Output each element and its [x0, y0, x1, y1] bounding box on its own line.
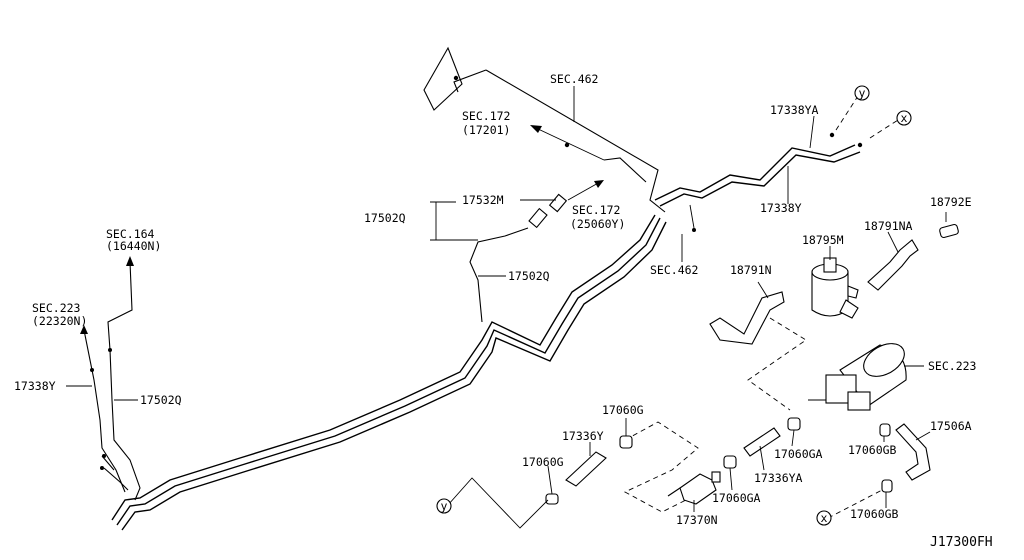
label-18795m: 18795M [802, 233, 844, 247]
label-17060ga-a: 17060GA [712, 491, 761, 505]
vapor-lines-right [654, 144, 861, 232]
label-17336y: 17336Y [562, 429, 604, 443]
label-18791n: 18791N [730, 263, 772, 277]
tube-17502q-upper [469, 193, 568, 323]
section-callouts: SEC.462 SEC.172 (17201) SEC.172 (25060Y)… [32, 72, 977, 373]
sec172-lower-sub: (25060Y) [570, 217, 625, 231]
sec172-upper-sub: (17201) [462, 123, 510, 137]
return-line-upper [423, 46, 666, 213]
plug-18792e [939, 223, 959, 239]
sec462-top-label: SEC.462 [550, 72, 598, 86]
left-feed-lines [80, 256, 141, 501]
filter-18795m [811, 257, 859, 319]
connector-y-top-label: y [859, 86, 866, 100]
hose-17336ya [743, 427, 781, 457]
label-17060gb-b: 17060GB [850, 507, 899, 521]
valve-17370n [667, 471, 721, 505]
connector-x-bottom: x [816, 510, 832, 526]
sec172-upper-label: SEC.172 [462, 109, 510, 123]
label-17502q-mid: 17502Q [508, 269, 550, 283]
label-17060gb-a: 17060GB [848, 443, 897, 457]
connector-path-bottom [447, 477, 549, 529]
label-17338y-left: 17338Y [14, 379, 56, 393]
arrow-sec172-lower [567, 180, 604, 201]
connector-x-top: x [896, 110, 912, 126]
sec172-lower-label: SEC.172 [572, 203, 620, 217]
label-17336ya: 17336YA [754, 471, 803, 485]
dashed-leaders [624, 95, 899, 519]
connector-x-bottom-label: x [821, 511, 828, 525]
hose-18791na [867, 239, 919, 291]
label-18791na: 18791NA [864, 219, 913, 233]
sec223-right-label: SEC.223 [928, 359, 977, 373]
label-17532m: 17532M [462, 193, 504, 207]
sec164-label: SEC.164 [106, 227, 155, 241]
label-17502q-bracket: 17502Q [364, 211, 406, 225]
hose-17336y [565, 451, 607, 487]
main-fuel-tube-bundle [111, 214, 667, 531]
label-17338ya: 17338YA [770, 103, 819, 117]
connector-y-top: y [854, 85, 870, 101]
part-number-labels: 17338YA 17338Y 17532M 17502Q 17502Q 1750… [14, 103, 972, 527]
diagram-code: J17300FH [930, 535, 993, 550]
label-18792e: 18792E [930, 195, 972, 209]
sec164-sub: (16440N) [106, 239, 161, 253]
label-17370n: 17370N [676, 513, 718, 527]
canister-sec223 [808, 343, 907, 411]
leader-lines [66, 86, 947, 512]
hose-17506a [895, 423, 931, 481]
connector-y-bottom: y [436, 498, 452, 514]
label-17060g-left: 17060G [522, 455, 564, 469]
sec223-left-sub: (22320N) [32, 314, 87, 328]
connector-y-bottom-label: y [441, 499, 448, 513]
sec462-mid-label: SEC.462 [650, 263, 698, 277]
sec223-left-label: SEC.223 [32, 301, 81, 315]
connector-x-top-label: x [901, 111, 908, 125]
label-17060g-top: 17060G [602, 403, 644, 417]
pipe-clips [453, 75, 863, 148]
hose-18791n [709, 291, 785, 345]
arrow-sec172-upper [530, 125, 605, 161]
label-17506a: 17506A [930, 419, 972, 433]
label-17060ga-b: 17060GA [774, 447, 823, 461]
label-17502q-left: 17502Q [140, 393, 182, 407]
label-17338y-right: 17338Y [760, 201, 802, 215]
